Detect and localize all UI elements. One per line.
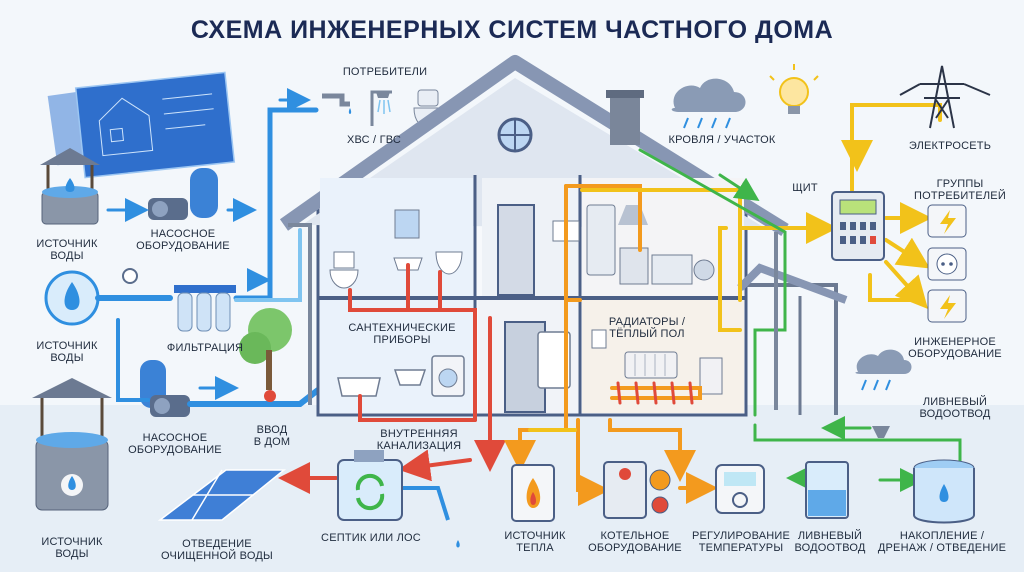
label-storm-drain-bottom: ЛИВНЕВЫЙ ВОДООТВОД: [794, 530, 866, 554]
treated-water-pipe: [400, 486, 450, 521]
label-engineering-equipment: ИНЖЕНЕРНОЕ ОБОРУДОВАНИЕ: [908, 336, 1002, 360]
label-boiler-equipment: КОТЕЛЬНОЕ ОБОРУДОВАНИЕ: [588, 530, 682, 554]
sewer-pipes: [278, 263, 506, 494]
label-filtration: ФИЛЬТРАЦИЯ: [166, 342, 244, 354]
solar-panel-icon: [157, 469, 287, 521]
lightbulb-icon: [769, 64, 819, 114]
label-roof: КРОВЛЯ / УЧАСТОК: [668, 134, 776, 146]
lightning-icon: [927, 289, 967, 323]
label-power-grid: ЭЛЕКТРОСЕТЬ: [908, 140, 992, 152]
label-water-source-1: ИСТОЧНИК ВОДЫ: [36, 238, 98, 262]
label-septic: СЕПТИК или ЛОС: [321, 532, 421, 544]
gutter-downpipe: [288, 223, 312, 405]
label-pump-1: НАСОСНОЕ ОБОРУДОВАНИЕ: [136, 228, 230, 252]
flame-icon: [511, 464, 555, 522]
label-storm-drain-right: ЛИВНЕВЫЙ ВОДООТВОД: [919, 396, 991, 420]
label-house-inlet: ВВОД В ДОМ: [253, 424, 291, 448]
label-consumer-groups: ГРУППЫ ПОТРЕБИТЕЛЕЙ: [914, 178, 1006, 202]
label-water-source-3: ИСТОЧНИК ВОДЫ: [41, 536, 103, 560]
septic-tank-icon: [337, 450, 403, 521]
faucet-icon: [322, 93, 352, 114]
heating-pipes: [504, 184, 718, 506]
cloud-rain-icon: [671, 78, 746, 129]
pump-icon: [140, 360, 190, 417]
page-title: СХЕМА ИНЖЕНЕРНЫХ СИСТЕМ ЧАСТНОГО ДОМА: [190, 16, 834, 44]
filter-icon: [122, 268, 236, 332]
well-icon: [40, 148, 100, 225]
label-internal-sewer: ВНУТРЕННЯЯ КАНАЛИЗАЦИЯ: [376, 428, 462, 452]
label-hot-cold-water: ХВС / ГВС: [346, 134, 402, 146]
storm-tank-icon: [805, 461, 849, 519]
water-drop-icon: [44, 270, 100, 326]
water-drop-icon: [456, 540, 460, 548]
label-temperature-control: РЕГУЛИРОВАНИЕ ТЕМПЕРАТУРЫ: [691, 530, 791, 554]
label-heat-source: ИСТОЧНИК ТЕПЛА: [504, 530, 566, 554]
cloud-rain-icon: [855, 349, 912, 438]
tree-icon: [239, 308, 292, 390]
pump-icon: [148, 168, 218, 220]
label-pump-2: НАСОСНОЕ ОБОРУДОВАНИЕ: [128, 432, 222, 456]
label-water-source-2: ИСТОЧНИК ВОДЫ: [36, 340, 98, 364]
label-radiators: РАДИАТОРЫ / ТЁПЛЫЙ ПОЛ: [608, 316, 686, 340]
house: [279, 55, 848, 417]
socket-icon: [927, 247, 967, 281]
label-consumers: ПОТРЕБИТЕЛИ: [342, 66, 428, 78]
thermostat-icon: [715, 464, 765, 514]
shower-icon: [370, 90, 392, 126]
water-tank-icon: [913, 459, 975, 524]
power-tower-icon: [899, 65, 991, 129]
boiler-icon: [603, 461, 671, 519]
blueprint-icon: [47, 71, 236, 179]
label-plumbing-fixtures: САНТЕХНИЧЕСКИЕ ПРИБОРЫ: [348, 322, 456, 346]
radiator-icon: [624, 351, 678, 379]
switchboard-icon: [831, 191, 885, 261]
label-accumulation: НАКОПЛЕНИЕ / ДРЕНАЖ / ОТВЕДЕНИЕ: [877, 530, 1007, 554]
label-treated-discharge: ОТВЕДЕНИЕ ОЧИЩЕННОЙ ВОДЫ: [161, 538, 273, 562]
lightning-icon: [927, 204, 967, 238]
well-icon: [32, 378, 112, 511]
label-switchboard: ЩИТ: [792, 182, 818, 194]
water-supply-pipes: [95, 88, 321, 407]
